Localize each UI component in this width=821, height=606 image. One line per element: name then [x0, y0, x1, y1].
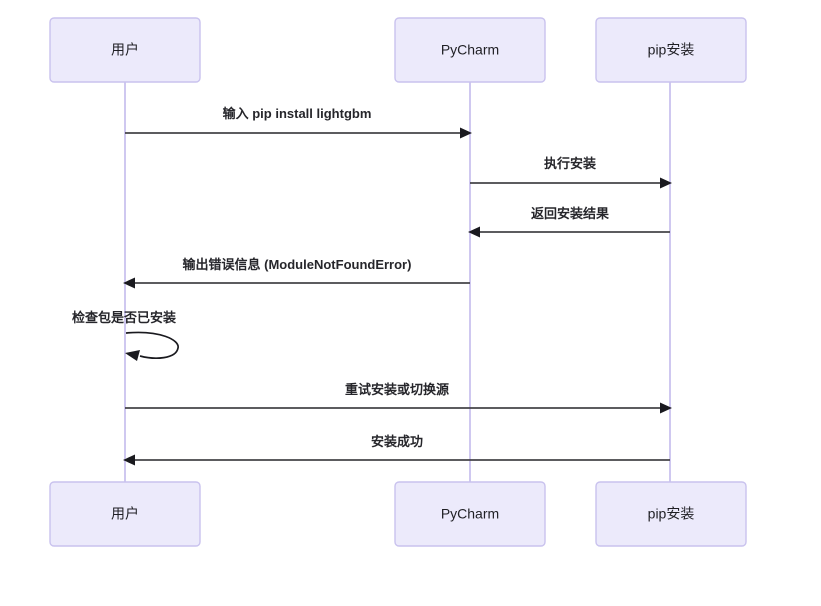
participant-top-pycharm-box[interactable] [394, 17, 546, 83]
message-6-arrowhead [660, 402, 672, 414]
message-4-arrowhead [123, 277, 135, 289]
message-5-label: 检查包是否已安装 [72, 310, 176, 325]
message-return-install-result[interactable]: 返回安装结果 [468, 206, 670, 238]
participant-bottom-user-box[interactable] [49, 481, 201, 547]
lifelines-group [124, 82, 671, 482]
message-execute-install[interactable]: 执行安装 [470, 156, 672, 189]
participant-top-pip-label: pip安装 [648, 42, 695, 58]
participant-top-pip[interactable]: pip安装 [595, 17, 747, 83]
message-self-check-package[interactable]: 检查包是否已安装 [72, 310, 179, 361]
message-5-loop-path [125, 331, 179, 359]
message-2-arrowhead [660, 177, 672, 189]
participant-bottom-user-label: 用户 [111, 506, 139, 522]
participant-bottom-user[interactable]: 用户 [49, 481, 201, 547]
participant-bottom-pip-box[interactable] [595, 481, 747, 547]
message-6-label: 重试安装或切换源 [345, 382, 449, 397]
participant-bottom-pycharm-label: PyCharm [441, 506, 499, 522]
participant-bottom-pycharm-box[interactable] [394, 481, 546, 547]
participant-top-user-box[interactable] [49, 17, 201, 83]
message-retry-or-switch-source[interactable]: 重试安装或切换源 [125, 382, 672, 414]
participant-top-user-label: 用户 [111, 42, 139, 58]
message-output-error[interactable]: 输出错误信息 (ModuleNotFoundError) [123, 257, 470, 289]
participants-bottom-group: 用户 PyCharm pip安装 [49, 481, 747, 547]
participant-top-pycharm[interactable]: PyCharm [394, 17, 546, 83]
participant-bottom-pip[interactable]: pip安装 [595, 481, 747, 547]
message-1-arrowhead [460, 127, 472, 139]
message-3-arrowhead [468, 226, 480, 238]
participant-bottom-pycharm[interactable]: PyCharm [394, 481, 546, 547]
participant-top-pip-box[interactable] [595, 17, 747, 83]
message-5-arrowhead [125, 350, 140, 361]
message-input-pip-install[interactable]: 输入 pip install lightgbm [125, 106, 472, 139]
participant-bottom-pip-label: pip安装 [648, 506, 695, 522]
message-2-label: 执行安装 [544, 156, 596, 171]
message-4-label: 输出错误信息 (ModuleNotFoundError) [183, 257, 412, 272]
message-7-arrowhead [123, 454, 135, 466]
participant-top-pycharm-label: PyCharm [441, 42, 499, 58]
message-1-label: 输入 pip install lightgbm [223, 106, 372, 121]
participants-top-group: 用户 PyCharm pip安装 [49, 17, 747, 83]
message-3-label: 返回安装结果 [531, 206, 609, 221]
message-install-success[interactable]: 安装成功 [123, 434, 670, 466]
participant-top-user[interactable]: 用户 [49, 17, 201, 83]
message-7-label: 安装成功 [371, 434, 423, 449]
